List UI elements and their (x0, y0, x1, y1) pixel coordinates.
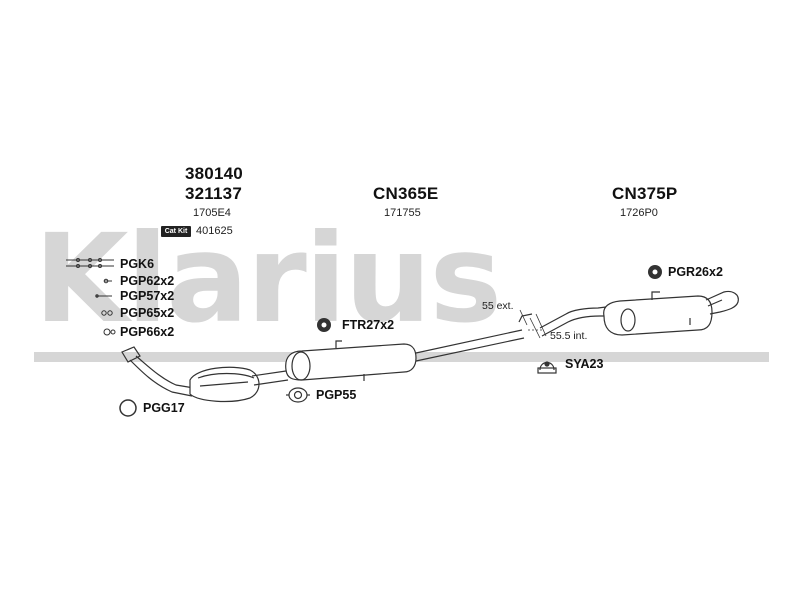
pgp55-icon (286, 387, 310, 403)
front-code-b: 321137 (185, 184, 242, 203)
middle-sub-code: 171755 (384, 207, 421, 219)
label-sya23: SYA23 (565, 357, 604, 371)
label-pgk6: PGK6 (120, 257, 155, 271)
pgk6-icon (66, 258, 114, 268)
pgp66-icon (103, 328, 116, 336)
pgp65-icon (101, 310, 113, 316)
pgp57-icon (95, 294, 112, 298)
label-pgg17: PGG17 (143, 401, 185, 415)
joint-dimension (519, 309, 547, 339)
brand-watermark: Klarius (34, 208, 502, 350)
label-ftr27: FTR27x2 (342, 318, 395, 332)
catkit-code: 401625 (196, 225, 233, 237)
note-int: 55.5 int. (550, 330, 588, 342)
label-pgp65: PGP65x2 (120, 306, 175, 320)
centre-silencer (285, 313, 533, 381)
front-sub-code: 1705E4 (193, 207, 231, 219)
catkit-badge: Cat Kit (161, 226, 191, 237)
label-pgp55: PGP55 (316, 388, 357, 402)
front-code-a: 380140 (185, 164, 243, 183)
front-pipe-catalyst (121, 346, 289, 403)
label-pgp62: PGP62x2 (120, 274, 175, 288)
rear-sub-code: 1726P0 (620, 207, 658, 219)
pgp62-icon (103, 278, 112, 284)
label-pgr26: PGR26x2 (668, 265, 723, 279)
ftr27-icon (317, 318, 331, 332)
pgr26-icon (648, 265, 662, 279)
middle-code: CN365E (373, 184, 439, 203)
pgg17-icon (119, 399, 137, 417)
label-pgp66: PGP66x2 (120, 325, 175, 339)
rear-silencer (539, 290, 739, 337)
sya23-icon (537, 361, 557, 374)
note-ext: 55 ext. (482, 300, 514, 312)
label-pgp57: PGP57x2 (120, 289, 175, 303)
rear-code: CN375P (612, 184, 678, 203)
